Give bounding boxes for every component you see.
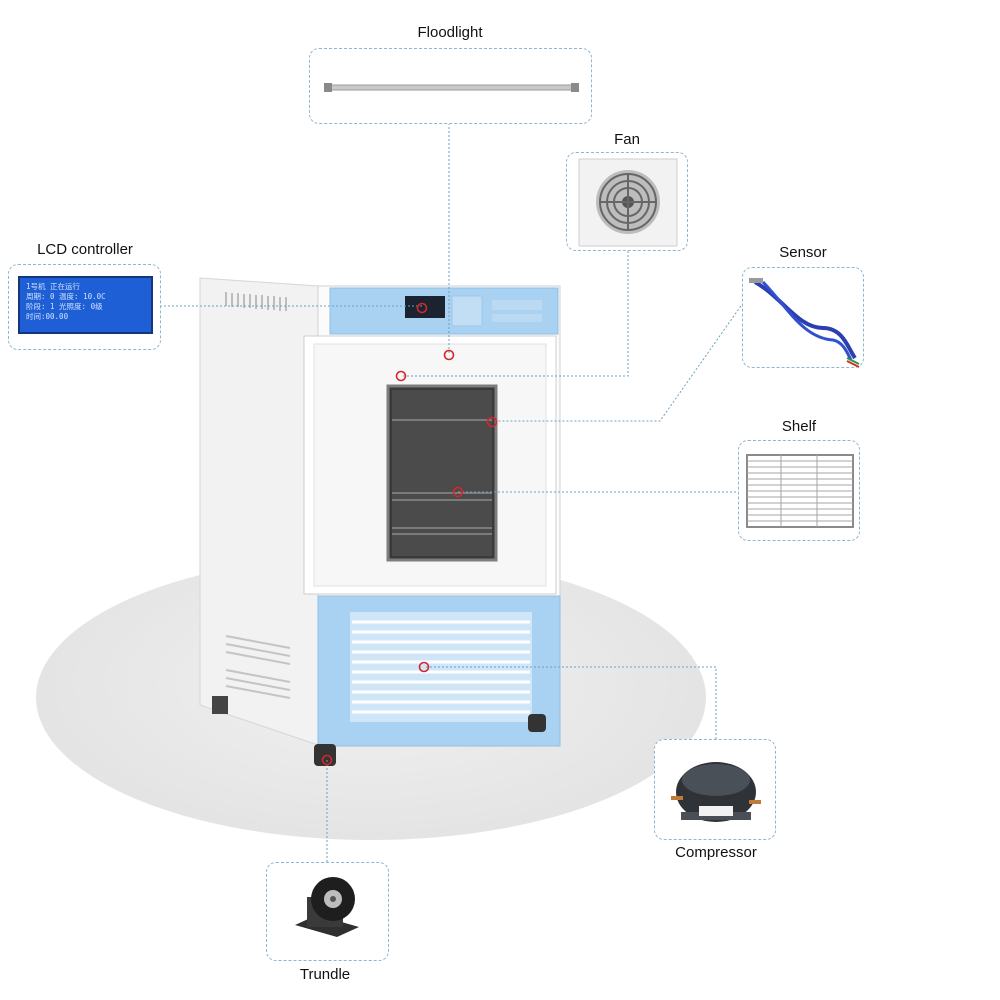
trundle-callout	[266, 862, 389, 961]
floodlight-label: Floodlight	[417, 24, 483, 41]
sensor-cable-icon	[749, 278, 860, 368]
fan-icon	[578, 158, 678, 247]
compressor-marker	[418, 661, 430, 673]
compressor-icon	[671, 762, 761, 822]
fan-label: Fan	[614, 131, 640, 148]
lcd-line: 阶段: 1 光照度: 0级	[26, 302, 103, 311]
lcd-controller-label: LCD controller	[37, 241, 133, 258]
fan-callout	[566, 152, 688, 251]
trundle-label: Trundle	[299, 966, 351, 983]
compressor-callout	[654, 739, 776, 840]
lcd-line: 周期: 0 温度: 10.0C	[26, 292, 106, 301]
fan-marker	[395, 370, 407, 382]
wire-shelf-icon	[746, 454, 854, 528]
lcd-screen: 1号机 正在运行 周期: 0 温度: 10.0C 阶段: 1 光照度: 0级 时…	[18, 276, 153, 334]
trundle-marker	[321, 754, 333, 766]
floodlight-tube-icon	[324, 83, 579, 92]
shelf-label: Shelf	[781, 418, 817, 435]
sensor-label: Sensor	[779, 244, 827, 261]
sensor-marker	[486, 416, 498, 428]
lcd-line: 时间:00.00	[26, 312, 69, 321]
caster-wheel-icon	[295, 877, 359, 937]
lcd-line: 1号机 正在运行	[26, 282, 81, 291]
sensor-callout	[742, 267, 864, 368]
compressor-label: Compressor	[675, 844, 757, 861]
floodlight-callout	[309, 48, 592, 124]
lcd-marker	[416, 302, 428, 314]
shelf-marker	[452, 486, 464, 498]
floodlight-marker	[443, 349, 455, 361]
shelf-callout	[738, 440, 860, 541]
